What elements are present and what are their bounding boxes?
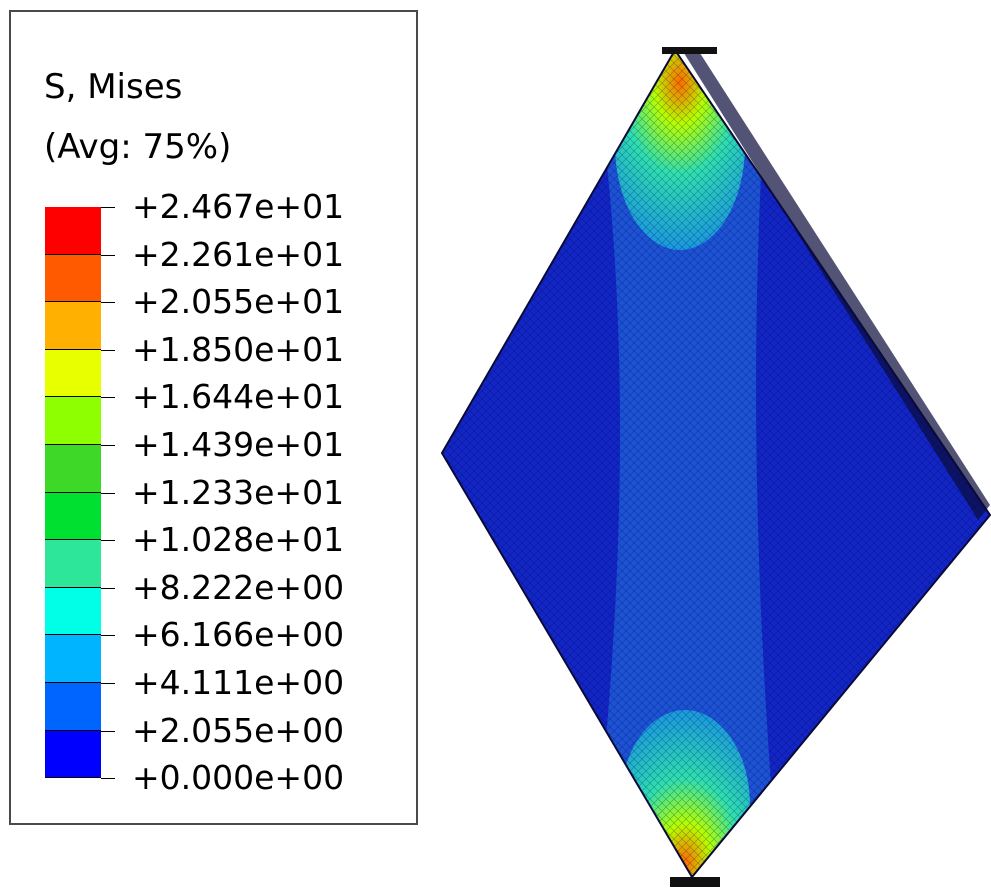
color-band xyxy=(45,349,101,398)
scale-tick-label: +2.467e+01 xyxy=(132,187,345,226)
scale-tick-label: +1.850e+01 xyxy=(132,329,345,369)
bottom-support xyxy=(670,877,720,887)
scale-tick xyxy=(101,540,115,542)
scale-tick xyxy=(101,445,115,446)
color-band xyxy=(45,683,101,731)
scale-tick xyxy=(101,302,115,304)
color-band xyxy=(45,302,101,350)
scale-tick xyxy=(101,207,115,208)
top-support xyxy=(662,47,717,54)
color-scale-bar xyxy=(45,207,101,779)
scale-tick xyxy=(101,254,115,256)
color-band xyxy=(45,587,101,636)
color-band xyxy=(45,635,101,683)
scale-tick xyxy=(101,492,115,494)
scale-tick-label: +2.261e+01 xyxy=(132,234,345,274)
scale-tick-label: +1.028e+01 xyxy=(132,520,345,560)
scale-tick xyxy=(101,778,115,780)
color-band xyxy=(45,445,101,493)
deformed-mesh-model xyxy=(440,47,991,887)
scale-tick xyxy=(101,730,115,732)
scale-tick-label: +4.111e+00 xyxy=(132,663,345,702)
color-band xyxy=(45,492,101,541)
scale-tick-label: +0.000e+00 xyxy=(132,758,345,798)
scale-tick xyxy=(101,397,115,399)
scale-tick xyxy=(101,349,115,351)
color-band xyxy=(45,254,101,303)
scale-tick xyxy=(101,635,115,637)
scale-tick-label: +2.055e+01 xyxy=(132,282,345,322)
color-band xyxy=(45,730,101,779)
scale-tick xyxy=(101,683,115,684)
color-band xyxy=(45,207,101,255)
legend-subtitle: (Avg: 75%) xyxy=(44,127,232,167)
scale-tick xyxy=(101,587,115,589)
scale-tick-label: +1.644e+01 xyxy=(132,377,345,417)
legend-title: S, Mises xyxy=(44,67,183,107)
scale-tick-label: +6.166e+00 xyxy=(132,615,345,655)
color-band xyxy=(45,397,101,445)
scale-tick-label: +2.055e+00 xyxy=(132,710,345,750)
color-band xyxy=(45,540,101,588)
scale-tick-label: +1.233e+01 xyxy=(132,472,345,512)
scale-tick-label: +8.222e+00 xyxy=(132,567,345,607)
scale-tick-label: +1.439e+01 xyxy=(132,425,345,464)
